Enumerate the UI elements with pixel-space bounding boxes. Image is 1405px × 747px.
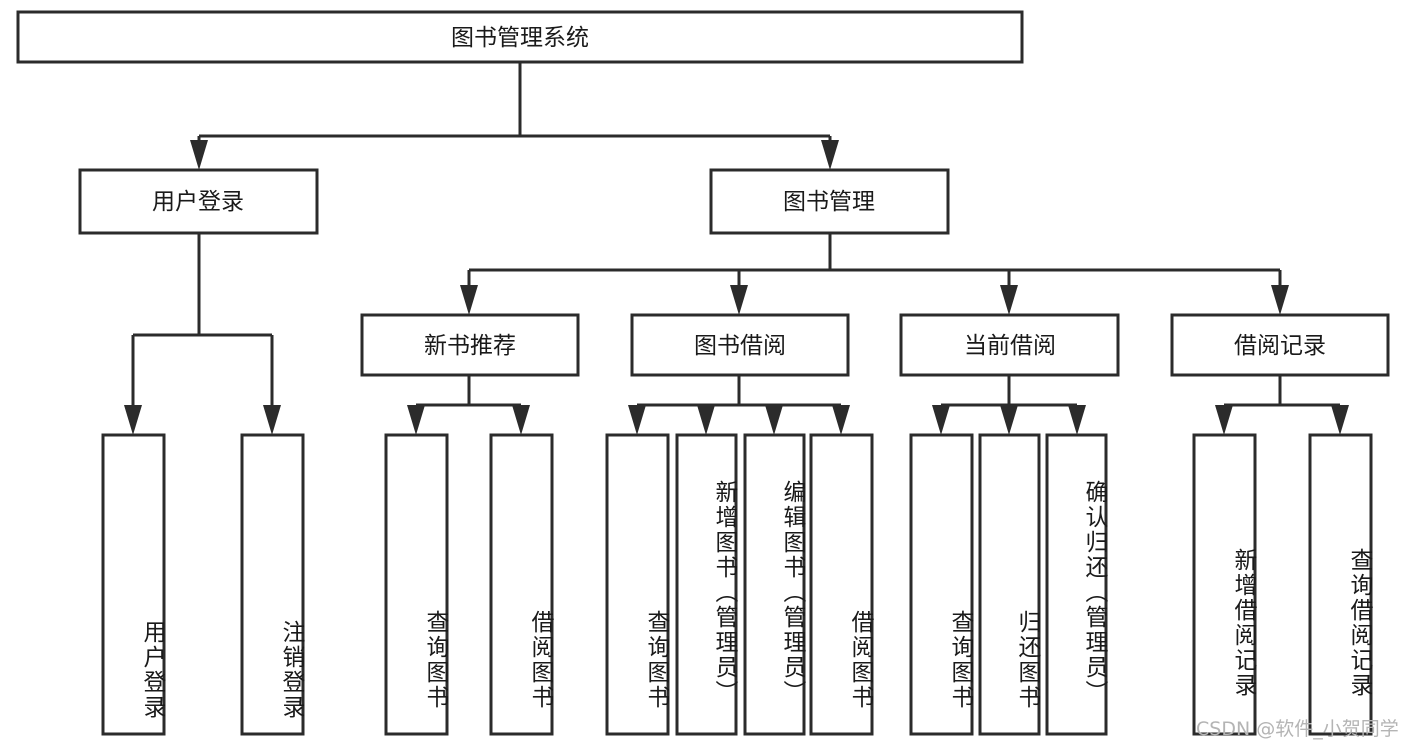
node-current-borrow-label: 当前借阅 xyxy=(964,333,1056,359)
arrow-head-user-login xyxy=(190,140,208,170)
node-leaf-query-book-1-box[interactable] xyxy=(384,433,449,736)
arrow-head-current-borrow xyxy=(1000,285,1018,315)
node-book-borrow-label: 图书借阅 xyxy=(694,333,786,359)
node-leaf-add-book-box[interactable] xyxy=(675,433,738,736)
node-new-book-recommend-label: 新书推荐 xyxy=(424,333,516,359)
arrow-head-leaf-confirm-return xyxy=(1068,405,1086,435)
arrow-head-leaf-add-record xyxy=(1215,405,1233,435)
node-leaf-return-book-box[interactable] xyxy=(978,433,1041,736)
node-borrow-record[interactable]: 借阅记录 xyxy=(1170,313,1390,377)
node-current-borrow[interactable]: 当前借阅 xyxy=(899,313,1120,377)
node-user-login-box[interactable] xyxy=(78,168,319,235)
node-book-management[interactable]: 图书管理 xyxy=(709,168,950,235)
node-user-login[interactable]: 用户登录 xyxy=(78,168,319,235)
arrow-head-leaf-logout-login xyxy=(263,405,281,435)
node-leaf-user-login-box[interactable] xyxy=(101,433,166,736)
node-leaf-logout-login-box[interactable] xyxy=(240,433,305,736)
node-leaf-borrow-book-2-box[interactable] xyxy=(809,433,874,736)
arrow-head-book-borrow xyxy=(730,285,748,315)
node-root-box[interactable] xyxy=(16,10,1024,64)
csdn-watermark: CSDN @软件_小贺同学 xyxy=(1196,718,1399,740)
node-leaf-edit-book-box[interactable] xyxy=(743,433,806,736)
arrow-head-leaf-borrow-book-2 xyxy=(832,405,850,435)
arrow-head-book-management xyxy=(821,140,839,170)
arrow-head-leaf-query-record xyxy=(1331,405,1349,435)
arrow-head-leaf-query-book-1 xyxy=(407,405,425,435)
node-borrow-record-box[interactable] xyxy=(1170,313,1390,377)
node-new-book-recommend[interactable]: 新书推荐 xyxy=(360,313,580,377)
node-leaf-query-record-box[interactable] xyxy=(1308,433,1373,736)
connector-group-new-book-recommend xyxy=(407,375,530,435)
node-current-borrow-box[interactable] xyxy=(899,313,1120,377)
arrow-head-leaf-query-book-3 xyxy=(932,405,950,435)
node-user-login-label: 用户登录 xyxy=(152,189,244,215)
connector-group-root xyxy=(190,62,839,170)
node-leaf-query-book-2-box[interactable] xyxy=(605,433,670,736)
node-root[interactable]: 图书管理系统 xyxy=(16,10,1024,64)
node-book-management-label: 图书管理 xyxy=(783,189,875,215)
node-leaf-confirm-return-box[interactable] xyxy=(1045,433,1108,736)
arrow-head-leaf-return-book xyxy=(1000,405,1018,435)
node-book-borrow[interactable]: 图书借阅 xyxy=(630,313,850,377)
arrow-head-new-book-recommend xyxy=(460,285,478,315)
node-leaf-add-record-box[interactable] xyxy=(1192,433,1257,736)
connector-group-borrow-record xyxy=(1215,375,1349,435)
node-root-label: 图书管理系统 xyxy=(451,25,589,51)
connector-group-user-login xyxy=(124,233,281,435)
node-leaf-borrow-book-1-box[interactable] xyxy=(489,433,554,736)
arrow-head-leaf-edit-book xyxy=(765,405,783,435)
arrow-head-leaf-borrow-book-1 xyxy=(512,405,530,435)
node-leaf-query-book-3-box[interactable] xyxy=(909,433,974,736)
connector-group-book-management xyxy=(460,233,1289,315)
arrow-head-borrow-record xyxy=(1271,285,1289,315)
connector-group-book-borrow xyxy=(628,375,850,435)
node-book-borrow-box[interactable] xyxy=(630,313,850,377)
connector-group-current-borrow xyxy=(932,375,1086,435)
node-book-management-box[interactable] xyxy=(709,168,950,235)
node-new-book-recommend-box[interactable] xyxy=(360,313,580,377)
node-borrow-record-label: 借阅记录 xyxy=(1234,333,1326,359)
arrow-head-leaf-add-book xyxy=(697,405,715,435)
arrow-head-leaf-user-login xyxy=(124,405,142,435)
arrow-head-leaf-query-book-2 xyxy=(628,405,646,435)
